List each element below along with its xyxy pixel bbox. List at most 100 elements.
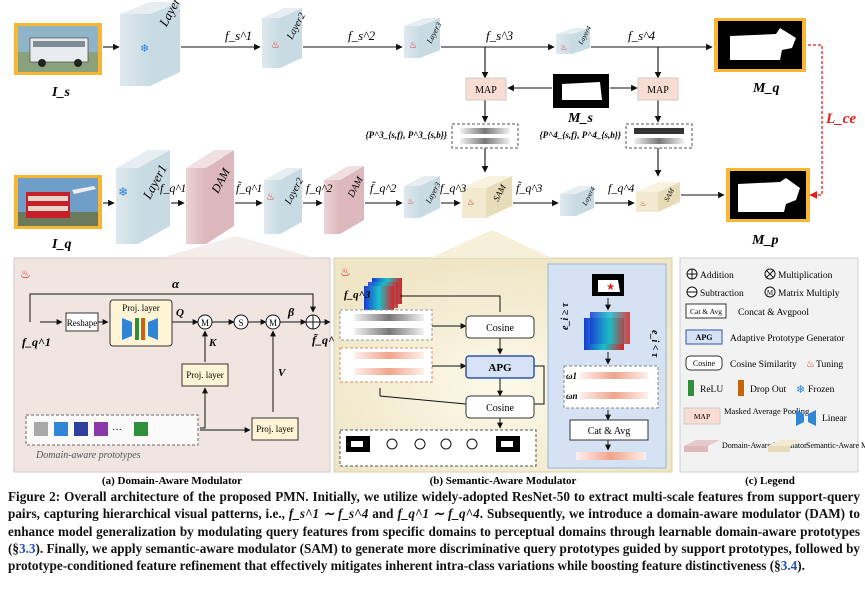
legend-subtraction: Subtraction	[700, 289, 744, 299]
svg-text:APG: APG	[696, 333, 713, 342]
legend-linear: Linear	[822, 414, 848, 424]
feature-label: f_q^1	[160, 181, 186, 195]
proto-label: {P^4_{s,f}, P^4_{s,b}}	[539, 130, 621, 140]
svg-text:β: β	[287, 305, 295, 319]
feature-label: f_q^4	[608, 181, 634, 195]
legend-dropout: Drop Out	[750, 385, 787, 395]
support-mask-label: M_s	[567, 111, 593, 126]
frozen-icon: ❄	[140, 43, 149, 55]
tuning-icon: ♨	[467, 197, 475, 207]
support-image-label: I_s	[51, 85, 70, 100]
panel-sam: ♨ f_q^3 Cosine APG Cosine	[333, 230, 673, 473]
feature-label: f_q^3	[440, 181, 466, 195]
feature-label: f_s^4	[628, 28, 656, 43]
svg-text:f_q^1: f_q^1	[22, 335, 51, 349]
svg-text:MAP: MAP	[647, 85, 669, 96]
svg-text:V: V	[278, 367, 287, 379]
reshape-box: Reshape	[67, 318, 98, 328]
query-gt-mask	[714, 18, 806, 72]
query-feature-stack	[364, 278, 402, 312]
legend-relu: ReLU	[700, 385, 723, 395]
caption-ref-1[interactable]: 3.3	[19, 540, 36, 556]
svg-text:♨: ♨	[806, 359, 815, 370]
feature-label: f_s^3	[486, 28, 514, 43]
map-box: MAP	[465, 77, 507, 101]
svg-text:α: α	[172, 276, 180, 291]
cosine-box: Cosine	[486, 323, 514, 334]
softmax-op: S	[238, 318, 243, 328]
legend-tuning: Tuning	[816, 360, 843, 370]
tuning-icon: ♨	[409, 40, 417, 50]
feature-label: f_s^1	[225, 28, 252, 43]
panel-dam: ♨ α Reshape Proj. layer Q M S M	[13, 236, 341, 473]
feature-label: f_s^2	[348, 28, 376, 43]
prediction-label: M_p	[751, 233, 778, 248]
tuning-icon: ♨	[266, 192, 275, 203]
caption-text-3: ). Finally, we apply semantic-aware modu…	[8, 540, 860, 574]
svg-text:M: M	[767, 289, 774, 297]
map-box: MAP	[637, 77, 679, 101]
legend-sam: Semantic-Aware Modulator	[806, 441, 865, 450]
legend-apg: Adaptive Prototype Generator	[730, 334, 845, 344]
support-mask	[553, 74, 609, 108]
cosine-box: Cosine	[486, 403, 514, 414]
tuning-icon: ♨	[271, 40, 280, 51]
caption-mid: and	[368, 506, 398, 522]
tuning-icon: ♨	[20, 267, 31, 281]
panel-b-title: (b) Semantic-Aware Modulator	[430, 475, 577, 487]
tuning-icon: ♨	[640, 200, 646, 208]
support-image	[14, 23, 102, 75]
support-prototypes	[451, 123, 693, 149]
caption-text-1: Initially, we utilize widely-adopted Res…	[8, 489, 860, 522]
query-image	[14, 175, 102, 229]
support-backbone: Layer1 ❄ Layer2 ♨ Layer3 ♨ Layer4 ♨	[120, 0, 593, 86]
caption-text-2: . Subsequently, we introduce a domain-aw…	[8, 506, 860, 556]
proj-layer-label: Proj. layer	[122, 303, 160, 313]
frozen-icon: ❄	[118, 185, 128, 199]
legend-map: Masked Average Pooling	[724, 406, 810, 416]
svg-text:ω1: ω1	[566, 371, 577, 381]
legend-multiplication: Multiplication	[778, 271, 833, 281]
svg-text:Q: Q	[176, 307, 184, 319]
architecture-figure: I_s Layer1 ❄ Layer2 ♨ Layer3 ♨ Layer4 ♨	[13, 0, 865, 487]
svg-text:❄: ❄	[796, 384, 805, 396]
tuning-icon: ♨	[560, 43, 567, 52]
query-backbone: Layer1 ❄ DAM Layer2 ♨ DAM Layer3 ♨ SAM ♨	[116, 150, 680, 244]
prediction-mask	[726, 168, 810, 222]
proj-layer-v: Proj. layer	[256, 424, 294, 434]
legend-frozen: Frozen	[808, 385, 835, 395]
caption-math-1: f_s^1 ∼ f_s^4	[288, 506, 369, 522]
threshold-lt: e_i < τ	[649, 330, 660, 358]
caption-text-4: ).	[797, 558, 805, 574]
caption-lead: Figure 2: Overall architecture of the pr…	[8, 489, 309, 504]
caption-math-2: f_q^1 ∼ f_q^4	[397, 506, 480, 522]
proto-label: {P^3_{s,f}, P^3_{s,b}}	[365, 130, 447, 140]
threshold-ge: e_i ≥ τ	[560, 302, 571, 330]
legend-addition: Addition	[700, 271, 734, 281]
figure-caption: Figure 2: Overall architecture of the pr…	[8, 488, 860, 574]
feature-label: f̃_q^2	[370, 180, 396, 195]
prototypes-label: Domain-aware prototypes	[35, 450, 141, 461]
tuning-icon: ♨	[340, 265, 351, 279]
legend-concat: Concat & Avgpool	[738, 308, 809, 318]
panel-a-title: (a) Domain-Aware Modulator	[102, 475, 242, 487]
panel-c-title: (c) Legend	[745, 475, 795, 487]
matrix-multiply-op: M	[201, 318, 209, 328]
matrix-multiply-op: M	[269, 318, 277, 328]
svg-text:ωn: ωn	[566, 391, 578, 401]
tuning-icon: ♨	[407, 197, 414, 206]
proj-layer-k: Proj. layer	[186, 370, 224, 380]
feature-label: f̃_q^3	[516, 180, 542, 195]
svg-text:f_q^3: f_q^3	[344, 289, 371, 301]
query-gt-label: M_q	[752, 81, 779, 96]
svg-text:★: ★	[606, 282, 615, 293]
legend-cosine: Cosine Similarity	[730, 360, 797, 370]
svg-text:K: K	[208, 337, 217, 349]
apg-box: APG	[488, 362, 512, 374]
svg-text:MAP: MAP	[694, 412, 710, 421]
feature-label: f̃_q^1	[236, 180, 262, 195]
legend-dam: Domain-Aware Modulator	[722, 441, 807, 450]
panel-legend: Addition Multiplication Subtraction M Ma…	[679, 257, 865, 473]
query-image-label: I_q	[51, 237, 71, 252]
caption-ref-2[interactable]: 3.4	[780, 558, 798, 574]
